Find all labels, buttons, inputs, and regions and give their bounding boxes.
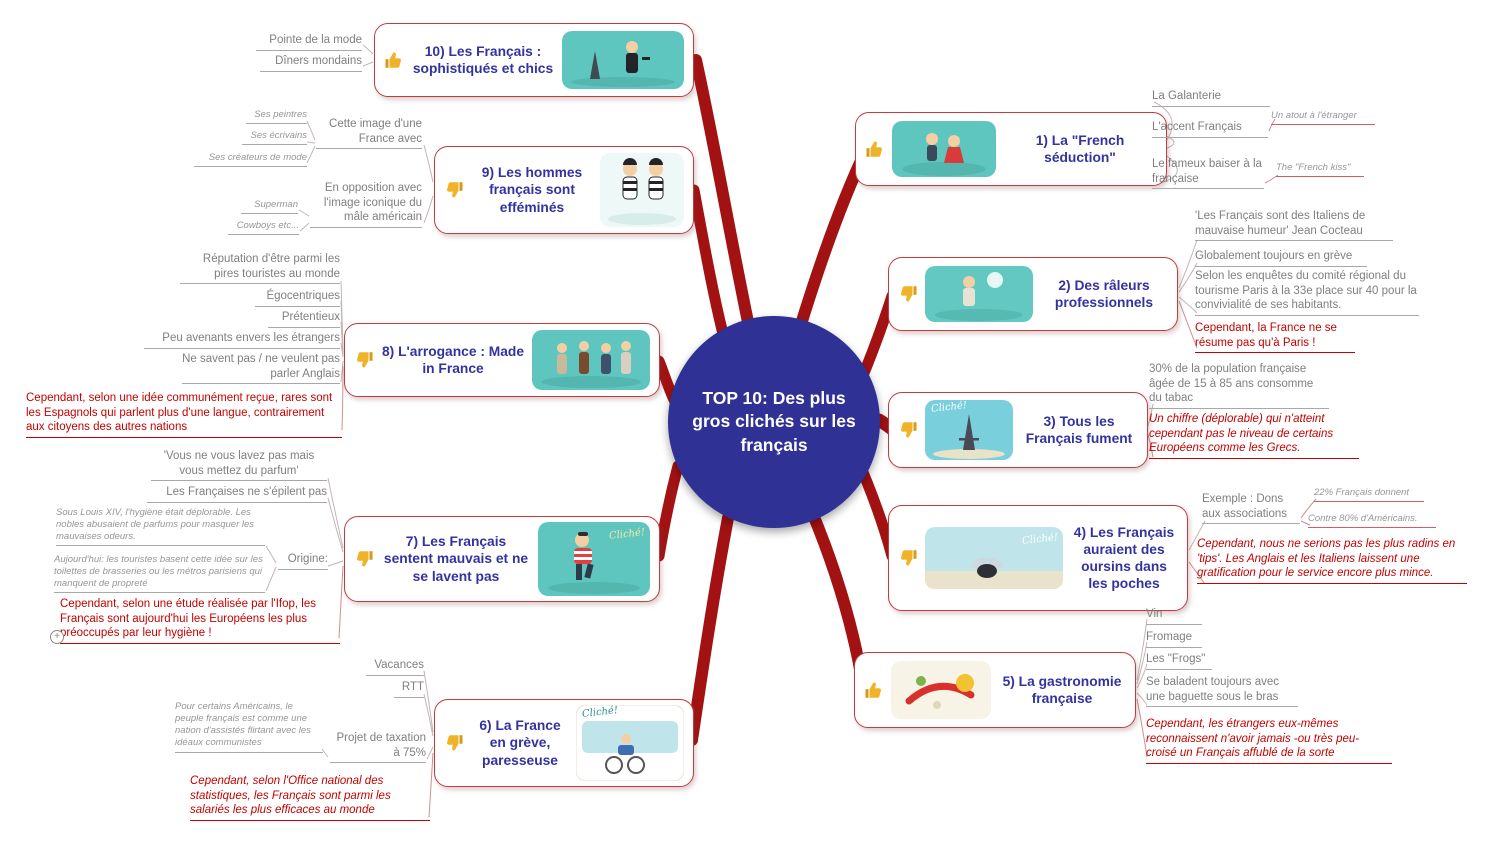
topic-10-sophistiques[interactable]: 10) Les Français : sophistiqués et chics <box>374 23 694 97</box>
note-france-pas-paris[interactable]: Cependant, la France ne se résume pas qu… <box>1195 321 1355 354</box>
note-salaries-efficaces[interactable]: Cependant, selon l'Office national des s… <box>190 774 430 822</box>
thumbs-up-icon <box>864 680 884 700</box>
subtopic-cette-image[interactable]: Cette image d'une France avec <box>316 117 422 150</box>
subtopic-enquetes-tourisme[interactable]: Selon les enquêtes du comité régional du… <box>1195 269 1419 317</box>
subtopic-aujourdhui-toilettes[interactable]: Aujourd'hui: les touristes basent cette … <box>54 554 265 594</box>
topic-3-illustration: Cliché! <box>925 400 1013 460</box>
topic-3-fument[interactable]: Cliché! 3) Tous les Français fument <box>888 392 1148 468</box>
subtopic-30pct-tabac[interactable]: 30% de la population française âgée de 1… <box>1149 362 1329 410</box>
central-topic-title: TOP 10: Des plus gros clichés sur les fr… <box>692 387 856 455</box>
topic-5-label: 5) La gastronomie française <box>1002 673 1122 706</box>
thumbs-down-icon <box>898 420 918 440</box>
subtopic-peu-avenants[interactable]: Peu avenants envers les étrangers <box>144 331 340 349</box>
topic-9-effemines[interactable]: 9) Les hommes français sont efféminés <box>434 146 694 234</box>
subtopic-ses-ecrivains[interactable]: Ses écrivains <box>242 130 307 146</box>
subtopic-taxation-75[interactable]: Projet de taxation à 75% <box>330 731 426 764</box>
subtopic-frogs[interactable]: Les "Frogs" <box>1146 652 1212 670</box>
subtopic-dons-associations[interactable]: Exemple : Dons aux associations <box>1202 492 1300 525</box>
expand-icon[interactable]: + <box>50 630 64 644</box>
subtopic-cocteau-quote[interactable]: 'Les Français sont des Italiens de mauva… <box>1195 209 1393 242</box>
subtopic-galanterie[interactable]: La Galanterie <box>1152 89 1270 107</box>
topic-6-illustration: Cliché! <box>576 705 684 781</box>
thumbs-down-icon <box>444 733 464 753</box>
topic-9-illustration <box>600 153 684 227</box>
subtopic-pas-anglais[interactable]: Ne savent pas / ne veulent pas parler An… <box>182 352 340 385</box>
subtopic-french-kiss-en[interactable]: The "French kiss" <box>1276 162 1364 178</box>
central-topic[interactable]: TOP 10: Des plus gros clichés sur les fr… <box>668 316 880 528</box>
topic-6-greve-paresseuse[interactable]: 6) La France en grève, paresseuse Cliché… <box>434 699 694 787</box>
topic-4-oursins[interactable]: Cliché! 4) Les Français auraient des our… <box>888 505 1188 611</box>
note-radins-tips[interactable]: Cependant, nous ne serions pas les plus … <box>1197 537 1467 585</box>
topic-4-label: 4) Les Français auraient des oursins dan… <box>1073 524 1175 592</box>
topic-5-gastronomie[interactable]: 5) La gastronomie française <box>854 652 1136 728</box>
note-baguette-cliche[interactable]: Cependant, les étrangers eux-mêmes recon… <box>1146 717 1392 765</box>
subtopic-accent-francais[interactable]: L'accent Français <box>1152 120 1268 138</box>
topic-8-label: 8) L'arrogance : Made in France <box>381 343 525 376</box>
topic-2-label: 2) Des râleurs professionnels <box>1054 277 1154 310</box>
topic-5-illustration <box>891 661 991 719</box>
subtopic-pretentieux[interactable]: Prétentieux <box>268 310 340 328</box>
topic-1-french-seduction[interactable]: 1) La "French séduction" <box>855 112 1167 186</box>
topic-3-label: 3) Tous les Français fument <box>1025 413 1133 446</box>
topic-1-label: 1) La "French séduction" <box>1035 132 1125 165</box>
thumbs-down-icon <box>354 549 374 569</box>
topic-6-label: 6) La France en grève, paresseuse <box>479 718 561 768</box>
subtopic-22pct-francais[interactable]: 22% Français donnent <box>1314 487 1424 503</box>
subtopic-epilent[interactable]: Les Françaises ne s'épilent pas <box>147 485 327 503</box>
subtopic-vacances[interactable]: Vacances <box>366 658 424 676</box>
topic-7-label: 7) Les Français sentent mauvais et ne se… <box>383 534 529 584</box>
topic-7-illustration: Cliché! <box>538 522 650 596</box>
thumbs-down-icon <box>898 284 918 304</box>
subtopic-pointe-mode[interactable]: Pointe de la mode <box>256 33 362 51</box>
thumbs-down-icon <box>444 180 464 200</box>
subtopic-baguette[interactable]: Se baladent toujours avec une baguette s… <box>1146 675 1298 708</box>
subtopic-diners-mondains[interactable]: Dîners mondains <box>260 54 362 72</box>
subtopic-toujours-en-greve[interactable]: Globalement toujours en grève <box>1195 249 1367 267</box>
topic-7-sentent-mauvais[interactable]: 7) Les Français sentent mauvais et ne se… <box>344 516 660 602</box>
subtopic-fromage[interactable]: Fromage <box>1146 630 1202 648</box>
thumbs-up-icon <box>865 139 885 159</box>
topic-8-arrogance[interactable]: 8) L'arrogance : Made in France <box>344 323 660 397</box>
thumbs-down-icon <box>898 548 918 568</box>
note-ifop-hygiene[interactable]: Cependant, selon une étude réalisée par … <box>60 597 340 645</box>
subtopic-nation-assistes[interactable]: Pour certains Américains, le peuple fran… <box>175 701 323 753</box>
subtopic-80pct-americains[interactable]: Contre 80% d'Américains. <box>1308 513 1436 529</box>
thumbs-down-icon <box>354 350 374 370</box>
subtopic-french-kiss-fr[interactable]: Le fameux baiser à la française <box>1152 157 1264 190</box>
subtopic-egocentriques[interactable]: Égocentriques <box>255 289 340 307</box>
subtopic-origine[interactable]: Origine: <box>278 552 328 570</box>
thumbs-up-icon <box>384 50 404 70</box>
subtopic-louis-xiv[interactable]: Sous Louis XIV, l'hygiène était déplorab… <box>56 507 265 547</box>
subtopic-cowboys[interactable]: Cowboys etc... <box>228 220 299 236</box>
topic-4-illustration: Cliché! <box>925 527 1063 589</box>
subtopic-opposition-male-americain[interactable]: En opposition avec l'image iconique du m… <box>310 181 422 229</box>
topic-10-illustration <box>562 31 684 89</box>
topic-10-label: 10) Les Français : sophistiqués et chics <box>412 43 554 76</box>
subtopic-createurs-mode[interactable]: Ses créateurs de mode <box>194 152 307 168</box>
subtopic-rtt[interactable]: RTT <box>394 680 424 698</box>
note-chiffre-deplorable[interactable]: Un chiffre (déplorable) qui n'atteint ce… <box>1149 412 1359 460</box>
subtopic-atout-etranger[interactable]: Un atout à l'étranger <box>1271 110 1375 126</box>
subtopic-vin[interactable]: Vin <box>1146 607 1202 625</box>
subtopic-ses-peintres[interactable]: Ses peintres <box>246 109 307 125</box>
topic-8-illustration <box>532 330 650 390</box>
topic-1-illustration <box>892 121 996 177</box>
topic-2-raleurs[interactable]: 2) Des râleurs professionnels <box>888 257 1178 331</box>
subtopic-superman[interactable]: Superman <box>241 199 298 215</box>
subtopic-pires-touristes[interactable]: Réputation d'être parmi les pires touris… <box>180 252 340 285</box>
subtopic-parfum-quote[interactable]: 'Vous ne vous lavez pas mais vous mettez… <box>151 449 327 482</box>
topic-2-illustration <box>925 266 1033 322</box>
topic-9-label: 9) Les hommes français sont efféminés <box>481 165 583 215</box>
note-espagnols-langues[interactable]: Cependant, selon une idée communément re… <box>26 391 342 439</box>
